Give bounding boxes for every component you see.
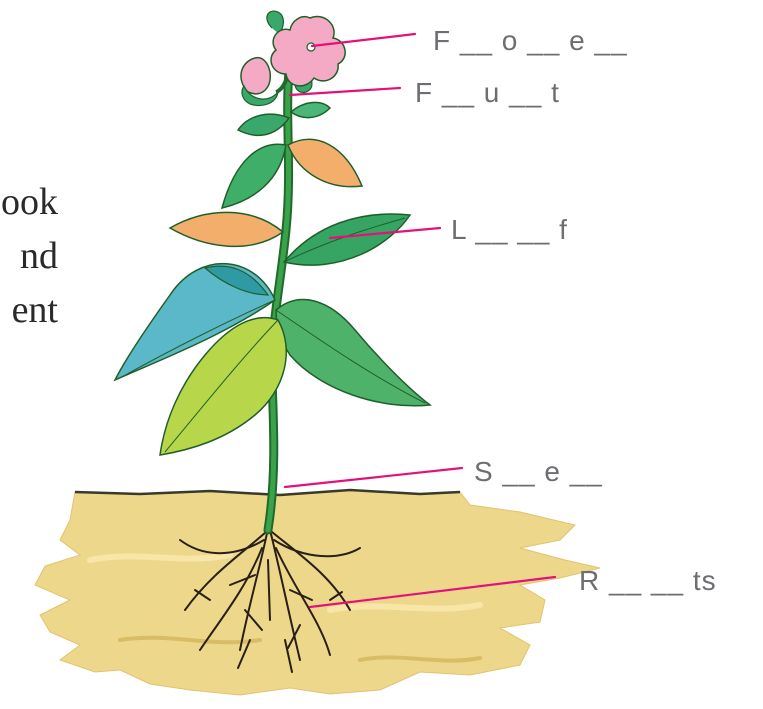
stem-pointer-line bbox=[285, 468, 462, 487]
leaf-label: L __ __ f bbox=[451, 216, 568, 244]
stem-label: S __ e __ bbox=[474, 458, 603, 486]
roots-label: R __ __ ts bbox=[579, 567, 717, 595]
soil bbox=[35, 490, 600, 695]
fruit-label: F __ u __ t bbox=[415, 79, 560, 107]
flower-label: F __ o __ e __ bbox=[433, 27, 628, 55]
flower bbox=[267, 11, 345, 92]
